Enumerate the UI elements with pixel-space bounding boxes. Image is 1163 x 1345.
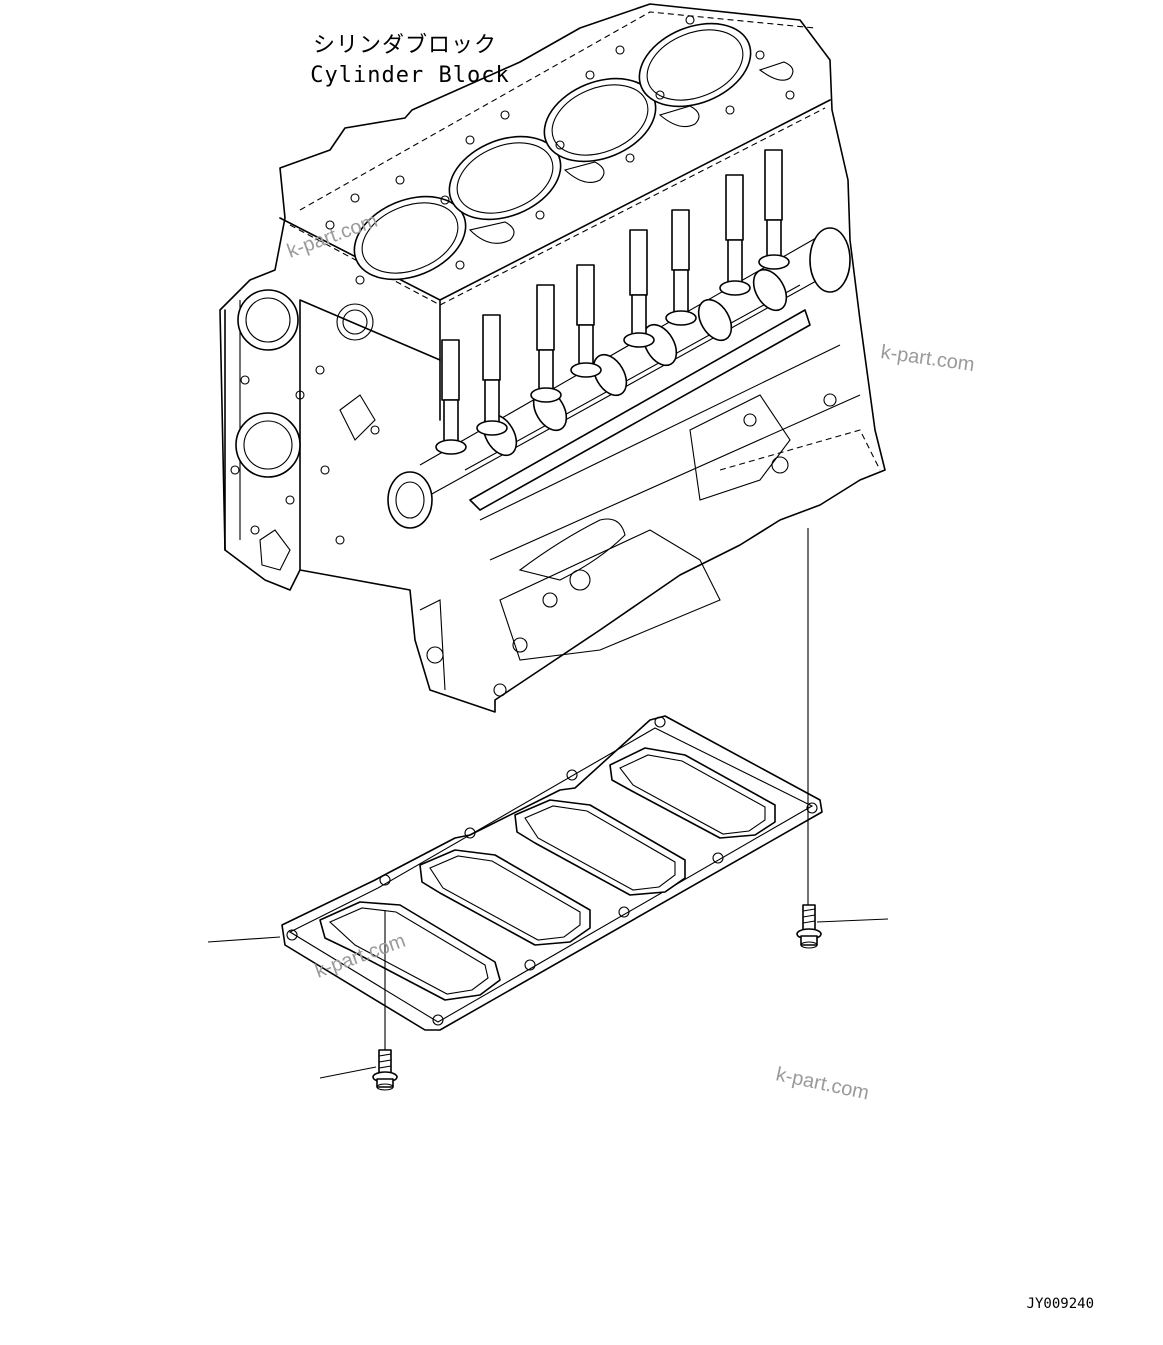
flange-bolt-drawing-right — [796, 904, 822, 949]
cylinder-block-drawing — [219, 3, 886, 713]
leader-line-gasket — [207, 936, 281, 943]
watermark-4: k-part.com — [774, 1063, 871, 1104]
leader-line-bolt-right — [816, 918, 889, 923]
flange-bolt-drawing-left — [372, 1049, 398, 1091]
leader-line-bolt-left — [319, 1066, 377, 1079]
drawing-code: JY009240 — [1027, 1296, 1094, 1312]
title-english: Cylinder Block — [310, 63, 509, 88]
oil-pan-gasket-drawing — [281, 715, 823, 1031]
watermark-2: k-part.com — [879, 341, 976, 376]
title-japanese: シリンダブロック — [313, 33, 497, 58]
